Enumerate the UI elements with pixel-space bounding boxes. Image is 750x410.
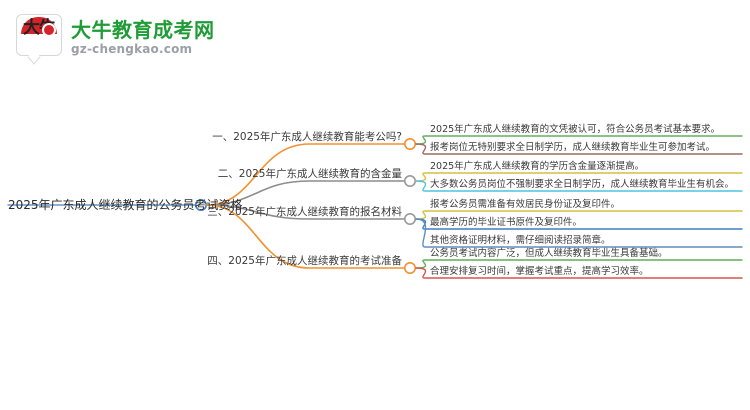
detail-label-3-2: 最高学历的毕业证书原件及复印件。 bbox=[430, 217, 583, 228]
branch-label-4: 四、2025年广东成人继续教育的考试准备 bbox=[207, 255, 402, 267]
root-node-label: 2025年广东成人继续教育的公务员考试资格 bbox=[8, 198, 243, 212]
detail-label-3-1: 报考公务员需准备有效居民身份证及复印件。 bbox=[430, 199, 621, 210]
branch-label-3: 三、2025年广东成人继续教育的报名材料 bbox=[207, 206, 402, 218]
logo-mark-icon: 大牛 bbox=[16, 14, 62, 60]
detail-label-2-1: 2025年广东成人继续教育的学历含金量逐渐提高。 bbox=[430, 161, 645, 172]
detail-label-2-2: 大多数公务员岗位不强制要求全日制学历，成人继续教育毕业生有机会。 bbox=[430, 179, 735, 190]
detail-label-4-2: 合理安排复习时间，掌握考试重点，提高学习效率。 bbox=[430, 266, 649, 277]
branch-label-2: 二、2025年广东成人继续教育的含金量 bbox=[217, 168, 402, 180]
detail-label-4-1: 公务员考试内容广泛，但成人继续教育毕业生具备基础。 bbox=[430, 248, 668, 259]
detail-label-3-3: 其他资格证明材料，需仔细阅读招录简章。 bbox=[430, 235, 611, 246]
detail-label-1-1: 2025年广东成人继续教育的文凭被认可，符合公务员考试基本要求。 bbox=[430, 124, 721, 135]
site-logo: 大牛 大牛教育成考网 gz-chengkao.com bbox=[16, 14, 215, 60]
logo-url: gz-chengkao.com bbox=[71, 41, 193, 56]
detail-label-1-2: 报考岗位无特别要求全日制学历，成人继续教育毕业生可参加考试。 bbox=[430, 142, 716, 153]
branch-label-1: 一、2025年广东成人继续教育能考公吗? bbox=[212, 131, 402, 143]
logo-title: 大牛教育成考网 bbox=[71, 17, 215, 42]
